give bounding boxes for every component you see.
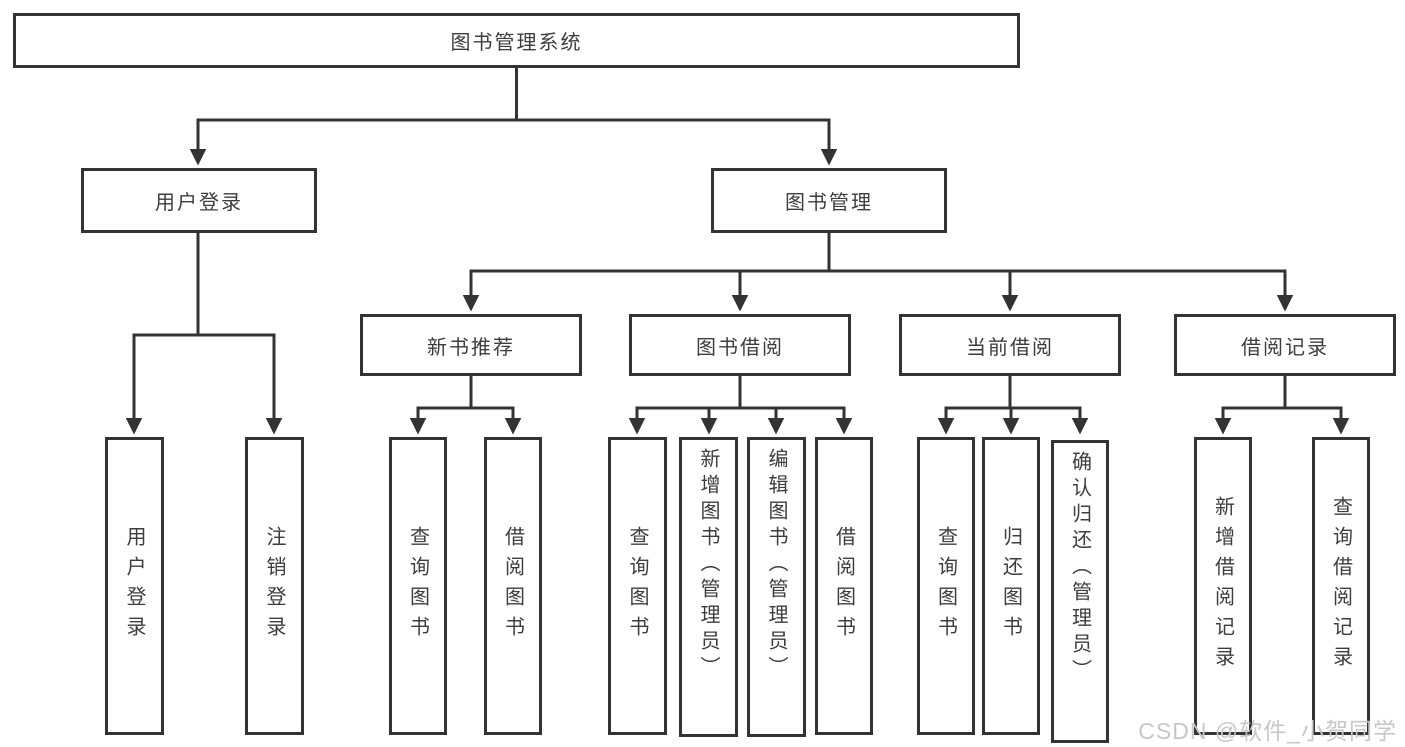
- node-book-borrow-label: 图书借阅: [696, 336, 784, 359]
- leaf-current-return-books: 归还图书: [982, 437, 1040, 735]
- connector-root-split: [196, 66, 831, 122]
- leaf-records-query-borrow-record: 查询借阅记录: [1312, 437, 1370, 735]
- node-book-management: 图书管理: [711, 168, 947, 233]
- node-book-management-label: 图书管理: [785, 192, 873, 214]
- leaf-borrow-edit-books-admin: 编辑图书（管理员）: [747, 437, 806, 737]
- leaf-borrow-query-books-label: 查询图书: [626, 526, 648, 646]
- node-borrow-records-label: 借阅记录: [1241, 336, 1329, 359]
- leaf-recommend-query-books-label: 查询图书: [406, 526, 429, 646]
- leaf-borrow-add-books-admin: 新增图书（管理员）: [679, 437, 738, 737]
- leaf-borrow-borrow-books: 借阅图书: [815, 437, 873, 735]
- leaf-current-confirm-return-admin: 确认归还（管理员）: [1051, 440, 1109, 743]
- node-book-borrow: 图书借阅: [629, 314, 851, 376]
- node-current-borrow: 当前借阅: [899, 314, 1121, 376]
- leaf-borrow-edit-books-admin-label: 编辑图书（管理员）: [765, 448, 787, 682]
- node-new-book-recommend-label: 新书推荐: [427, 336, 515, 359]
- leaf-borrow-add-books-admin-label: 新增图书（管理员）: [697, 448, 719, 682]
- leaf-recommend-borrow-books: 借阅图书: [484, 437, 542, 735]
- node-borrow-records: 借阅记录: [1174, 314, 1396, 376]
- leaf-user-login-label: 用户登录: [123, 526, 145, 646]
- leaf-logout-label: 注销登录: [263, 526, 285, 646]
- connector-login-split: [132, 231, 276, 337]
- node-new-book-recommend: 新书推荐: [360, 314, 582, 376]
- leaf-borrow-query-books: 查询图书: [608, 437, 667, 735]
- node-login: 用户登录: [81, 168, 317, 233]
- connector-management-split: [469, 231, 1287, 273]
- leaf-logout: 注销登录: [245, 437, 304, 735]
- connector-borrow-split: [635, 374, 846, 410]
- leaf-current-query-books-label: 查询图书: [934, 526, 957, 646]
- connector-records-split: [1221, 374, 1343, 410]
- node-current-borrow-label: 当前借阅: [966, 336, 1054, 359]
- leaf-records-add-borrow-record-label: 新增借阅记录: [1211, 496, 1234, 676]
- connector-current-split: [944, 374, 1082, 410]
- node-login-label: 用户登录: [155, 192, 243, 214]
- leaf-user-login: 用户登录: [105, 437, 164, 735]
- csdn-watermark: CSDN @软件_小贺同学: [1138, 718, 1397, 744]
- connector-recommend-split: [416, 374, 515, 410]
- leaf-records-add-borrow-record: 新增借阅记录: [1194, 437, 1252, 735]
- leaf-borrow-borrow-books-label: 借阅图书: [832, 526, 855, 646]
- node-root: 图书管理系统: [13, 13, 1020, 68]
- leaf-current-return-books-label: 归还图书: [999, 526, 1022, 646]
- leaf-current-confirm-return-admin-label: 确认归还（管理员）: [1068, 451, 1091, 685]
- leaf-recommend-borrow-books-label: 借阅图书: [501, 526, 524, 646]
- leaf-current-query-books: 查询图书: [917, 437, 975, 735]
- leaf-recommend-query-books: 查询图书: [389, 437, 447, 735]
- leaf-records-query-borrow-record-label: 查询借阅记录: [1329, 496, 1352, 676]
- node-root-label: 图书管理系统: [450, 32, 583, 54]
